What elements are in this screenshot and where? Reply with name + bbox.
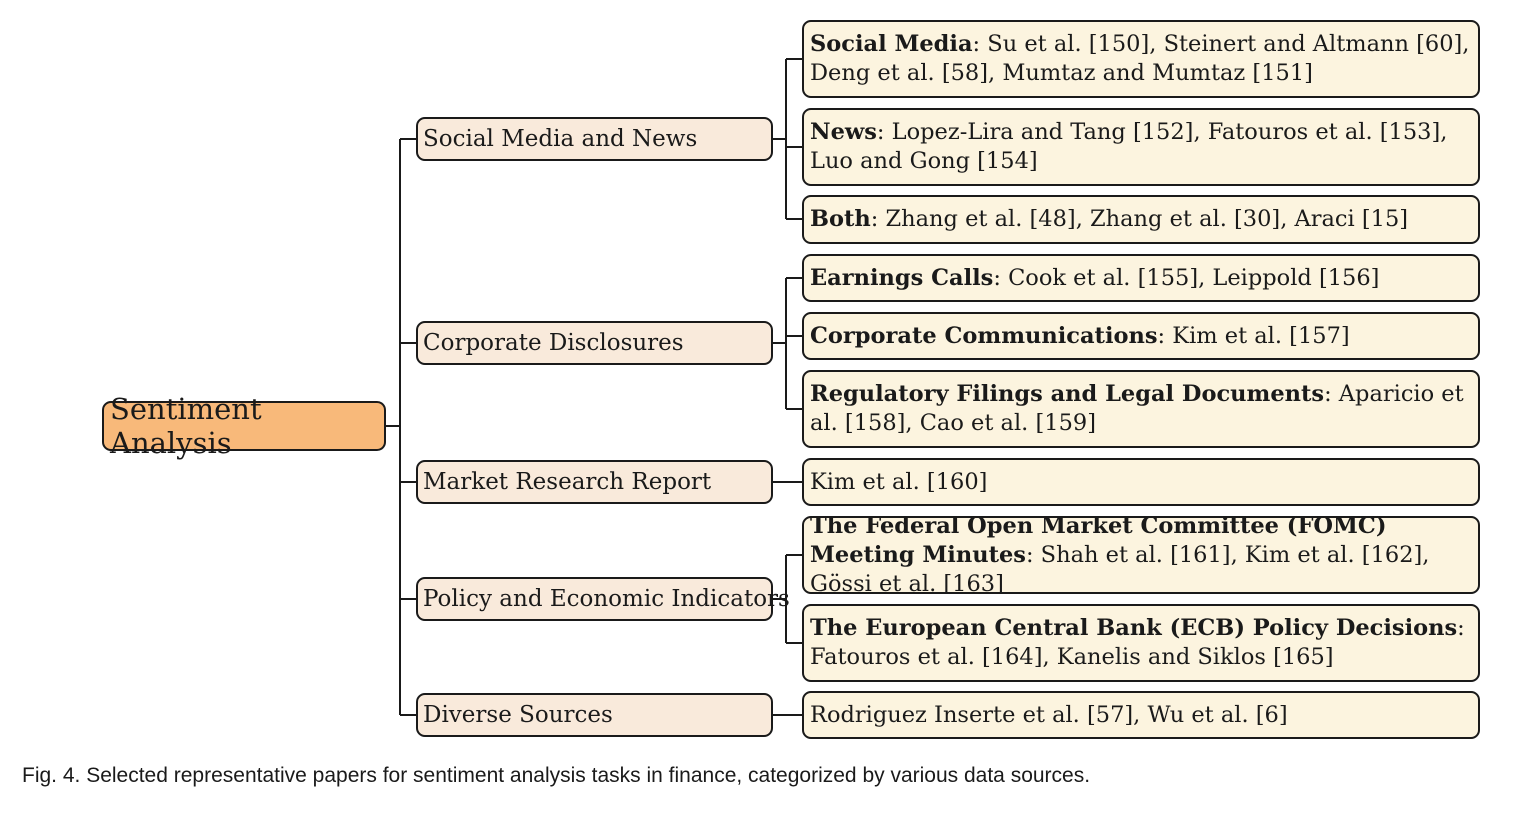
leaf-text: Both: Zhang et al. [48], Zhang et al. [3… bbox=[810, 205, 1408, 234]
leaf-references: : Su et al. [150], Steinert and Altmann … bbox=[810, 31, 1470, 86]
leaf-heading: News bbox=[810, 119, 877, 145]
leaf-heading: Corporate Communications bbox=[810, 322, 1158, 349]
leaf-text: The European Central Bank (ECB) Policy D… bbox=[810, 614, 1472, 672]
leaf-news: News: Lopez-Lira and Tang [152], Fatouro… bbox=[802, 108, 1480, 186]
leaf-text: Regulatory Filings and Legal Documents: … bbox=[810, 380, 1472, 438]
leaf-both: Both: Zhang et al. [48], Zhang et al. [3… bbox=[802, 195, 1480, 244]
figure-caption: Fig. 4. Selected representative papers f… bbox=[22, 764, 1091, 787]
leaf-fomc-minutes: The Federal Open Market Committee (FOMC)… bbox=[802, 513, 1480, 597]
leaf-ecb-policy: The European Central Bank (ECB) Policy D… bbox=[802, 604, 1480, 682]
leaf-corporate-communications: Corporate Communications: Kim et al. [15… bbox=[802, 312, 1480, 360]
category-node-market-research-report: Market Research Report bbox=[416, 460, 773, 504]
leaf-text: Rodriguez Inserte et al. [57], Wu et al.… bbox=[810, 701, 1288, 730]
category-node-social-media-news: Social Media and News bbox=[416, 117, 773, 161]
category-label: Market Research Report bbox=[423, 469, 712, 495]
leaf-social-media: Social Media: Su et al. [150], Steinert … bbox=[802, 20, 1480, 98]
category-node-policy-economic-indicators: Policy and Economic Indicators bbox=[416, 577, 790, 621]
leaf-references: Rodriguez Inserte et al. [57], Wu et al.… bbox=[810, 701, 1288, 728]
leaf-references: : Cook et al. [155], Leippold [156] bbox=[993, 264, 1380, 291]
leaf-heading: Both bbox=[810, 206, 871, 232]
category-label: Social Media and News bbox=[423, 126, 698, 152]
category-node-diverse-sources: Diverse Sources bbox=[416, 693, 773, 737]
leaf-heading: The Federal Open Market Committee (FOMC)… bbox=[810, 512, 1387, 568]
leaf-references: : Aparicio et al. [158], Cao et al. [159… bbox=[810, 381, 1464, 436]
leaf-heading: Earnings Calls bbox=[810, 264, 994, 291]
leaf-references: : Zhang et al. [48], Zhang et al. [30], … bbox=[870, 206, 1409, 232]
leaf-references: : Kim et al. [157] bbox=[1157, 322, 1350, 349]
leaf-text: Kim et al. [160] bbox=[810, 468, 987, 497]
leaf-references: : Fatouros et al. [164], Kanelis and Sik… bbox=[810, 615, 1465, 670]
leaf-text: Corporate Communications: Kim et al. [15… bbox=[810, 322, 1350, 351]
category-node-corporate-disclosures: Corporate Disclosures bbox=[416, 321, 773, 365]
root-label: Sentiment Analysis bbox=[110, 392, 262, 460]
leaf-diverse-sources: Rodriguez Inserte et al. [57], Wu et al.… bbox=[802, 691, 1480, 739]
leaf-heading: The European Central Bank (ECB) Policy D… bbox=[810, 615, 1458, 641]
leaf-references: : Shah et al. [161], Kim et al. [162], G… bbox=[810, 541, 1430, 597]
category-label: Diverse Sources bbox=[423, 702, 613, 728]
root-node: Sentiment Analysis bbox=[102, 392, 386, 460]
leaf-heading: Regulatory Filings and Legal Documents bbox=[810, 381, 1325, 407]
leaf-earnings-calls: Earnings Calls: Cook et al. [155], Leipp… bbox=[802, 254, 1480, 302]
leaf-text: Social Media: Su et al. [150], Steinert … bbox=[810, 30, 1472, 88]
category-label: Policy and Economic Indicators bbox=[423, 586, 790, 612]
leaf-text: The Federal Open Market Committee (FOMC)… bbox=[810, 512, 1472, 599]
leaf-text: News: Lopez-Lira and Tang [152], Fatouro… bbox=[810, 118, 1472, 176]
category-label: Corporate Disclosures bbox=[423, 330, 684, 356]
leaf-references: : Lopez-Lira and Tang [152], Fatouros et… bbox=[810, 119, 1448, 174]
leaf-heading: Social Media bbox=[810, 31, 973, 57]
leaf-market-research: Kim et al. [160] bbox=[802, 458, 1480, 506]
leaf-regulatory-filings: Regulatory Filings and Legal Documents: … bbox=[802, 370, 1480, 448]
leaf-text: Earnings Calls: Cook et al. [155], Leipp… bbox=[810, 264, 1379, 293]
leaf-references: Kim et al. [160] bbox=[810, 468, 988, 495]
